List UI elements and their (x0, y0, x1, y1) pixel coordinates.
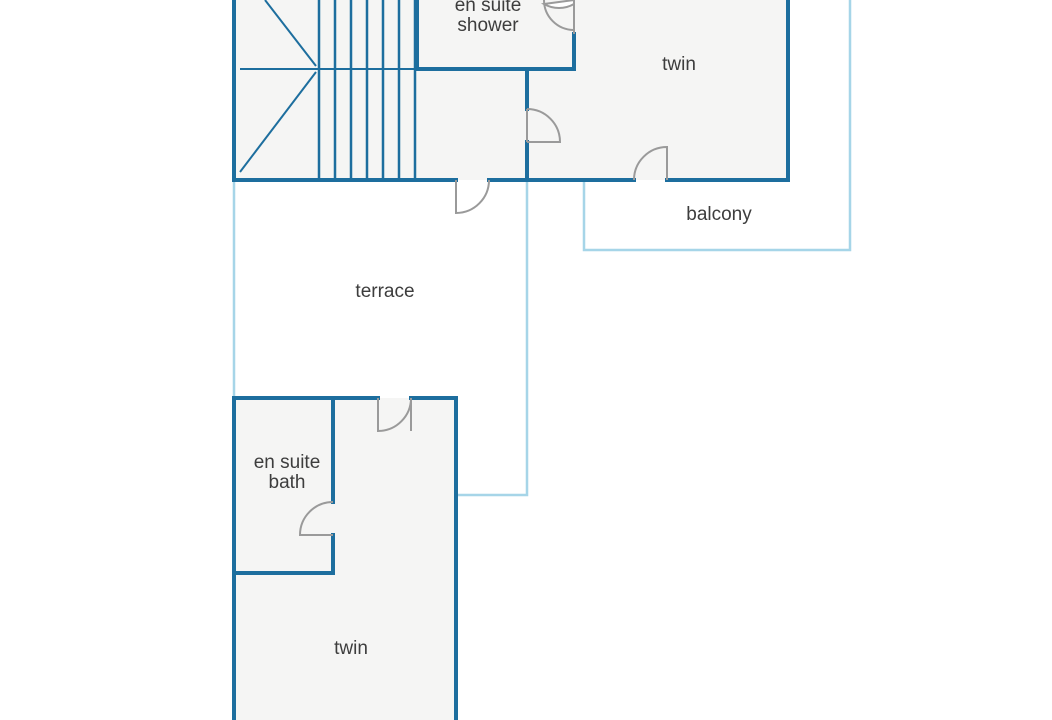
label-en-suite-shower-line1: en suite (455, 0, 522, 16)
lower-block-fill (234, 398, 456, 720)
room-labels: en suite shower twin balcony terrace en … (254, 0, 753, 659)
label-twin-lower: twin (334, 638, 368, 659)
label-en-suite-bath-line1: en suite (254, 452, 321, 473)
upper-block-fill (234, 0, 788, 180)
terrace-outline-right (456, 180, 529, 497)
outdoor-outlines (232, 0, 852, 497)
label-en-suite-shower-line2: shower (457, 15, 519, 36)
door-balcony (633, 145, 668, 181)
staircase (239, 0, 417, 180)
door-twin-upper (526, 108, 562, 143)
label-twin-upper: twin (662, 54, 696, 75)
doors (298, 0, 668, 536)
label-balcony: balcony (686, 204, 752, 225)
door-bath (298, 501, 334, 536)
balcony-outline (582, 0, 852, 252)
door-terrace (455, 179, 490, 215)
room-fills (234, 0, 788, 720)
label-en-suite-bath-line2: bath (269, 472, 306, 493)
walls (232, 0, 790, 720)
label-terrace: terrace (355, 281, 414, 302)
